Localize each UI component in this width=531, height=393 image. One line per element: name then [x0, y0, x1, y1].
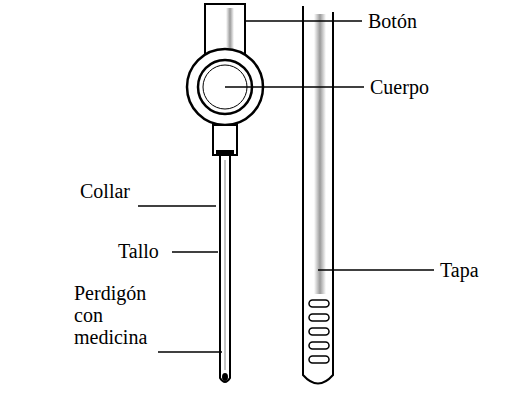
cap-part [303, 6, 333, 384]
leader-line [138, 205, 216, 207]
medicine-pellet [222, 373, 228, 381]
cap-slots [309, 300, 329, 363]
part-label: Perdigón con medicina [74, 282, 156, 348]
leader-line [318, 269, 434, 271]
button-part [205, 4, 245, 54]
part-label: Botón [368, 10, 417, 32]
part-label: Tallo [118, 240, 159, 262]
leader-line [245, 20, 362, 22]
part-label: Tapa [440, 259, 479, 281]
button-shade [226, 8, 234, 50]
leader-lines [138, 21, 434, 352]
part-label: Collar [80, 180, 130, 202]
collar-part [213, 125, 237, 155]
stem-shade [225, 160, 226, 370]
cap-slot [309, 300, 329, 307]
cap-slot [309, 314, 329, 321]
stem-part [220, 156, 230, 382]
leader-line [158, 351, 222, 353]
cap-slot [309, 356, 329, 363]
collar-band [216, 150, 234, 156]
cap-shade [314, 14, 326, 294]
part-label: Cuerpo [370, 76, 429, 98]
leader-line [225, 86, 364, 88]
cap-slot [309, 342, 329, 349]
leader-line [172, 251, 218, 253]
cap-slot [309, 328, 329, 335]
